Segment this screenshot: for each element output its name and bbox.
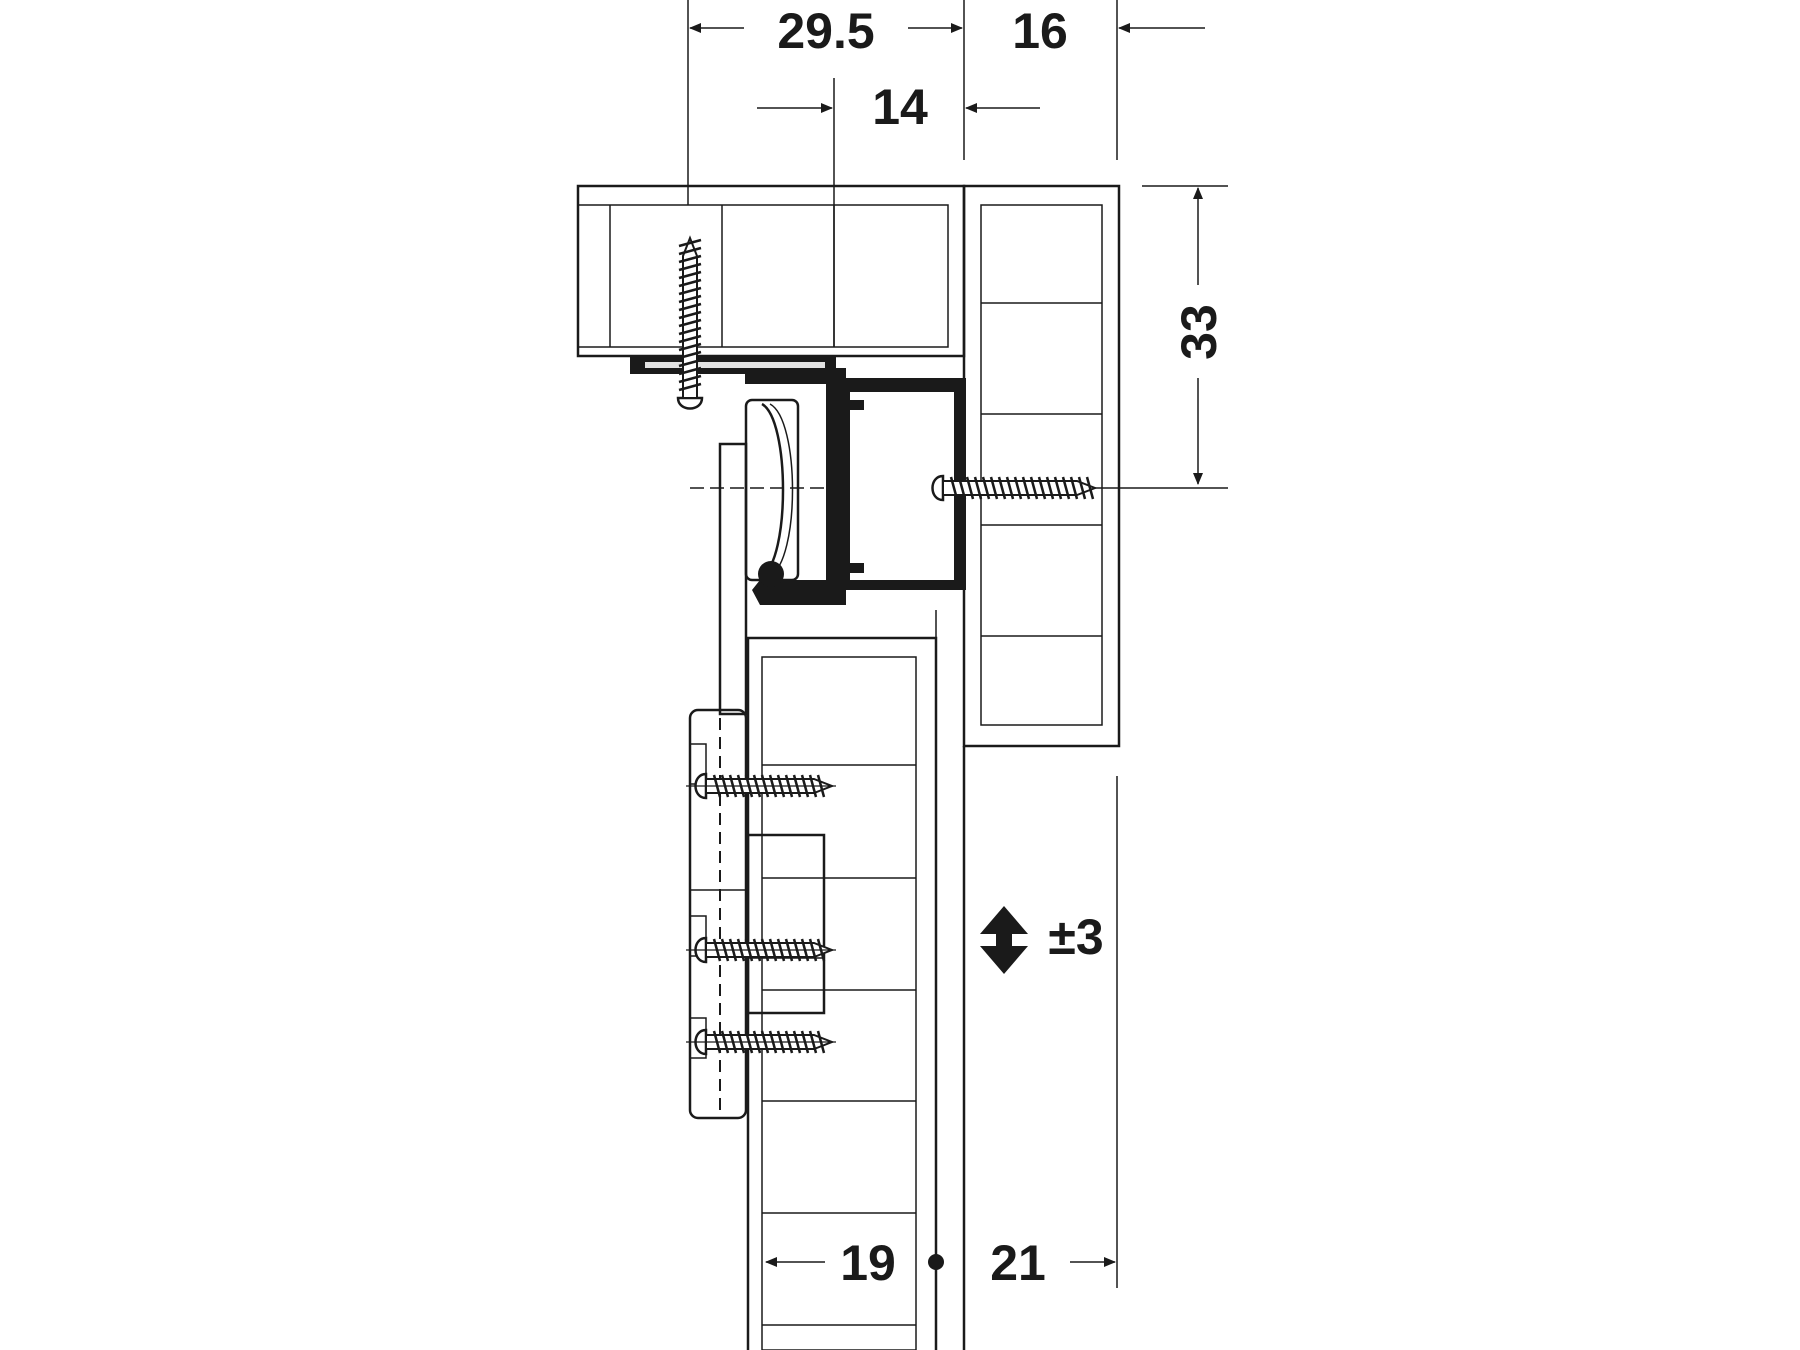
screw-top-panel [676,235,704,410]
top-panel [576,184,966,358]
dimension-lines [687,0,1228,1288]
dim-16: 16 [1012,3,1068,59]
mounting-strip [630,356,836,374]
roller-carrier [744,374,836,605]
screw-side-panel [931,474,1098,502]
dim-21: 21 [990,1235,1046,1291]
double-vertical-arrow-icon [980,906,1028,974]
dim-29-5: 29.5 [777,3,874,59]
running-track [836,368,966,605]
screws [676,235,1098,1056]
dim-14: 14 [872,79,928,135]
dim-adjust-pm3: ±3 [1048,909,1103,965]
side-panel [962,184,1121,1350]
hanger-bar [718,442,748,716]
adjustment-bracket [688,708,826,1120]
dim-33: 33 [1171,304,1227,360]
dim-19: 19 [840,1235,896,1291]
